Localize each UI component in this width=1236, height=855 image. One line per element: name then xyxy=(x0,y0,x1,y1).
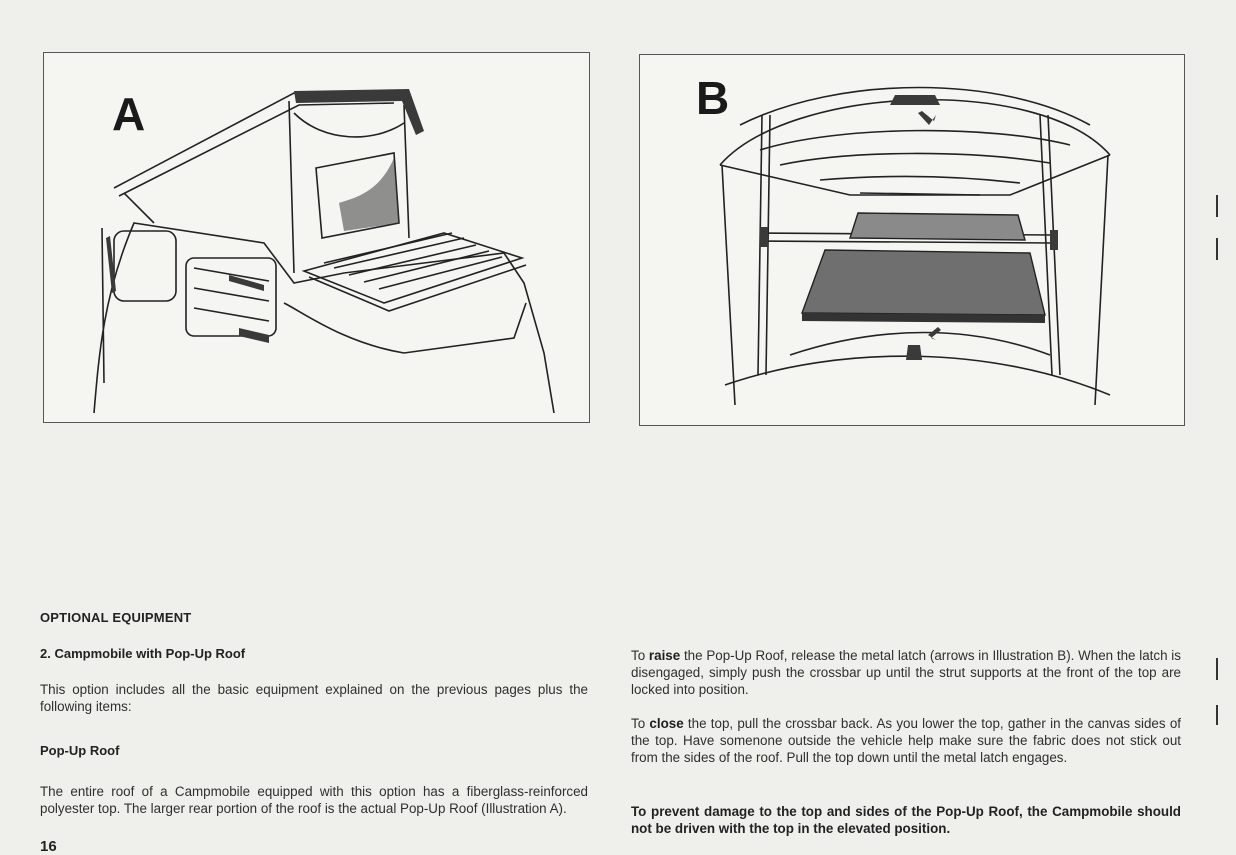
section-title: OPTIONAL EQUIPMENT xyxy=(40,610,192,625)
raise-instructions: To raise the Pop-Up Roof, release the me… xyxy=(631,647,1181,698)
intro-paragraph: This option includes all the basic equip… xyxy=(40,682,588,714)
close-keyword: close xyxy=(649,716,684,731)
binding-mark xyxy=(1216,238,1218,260)
illustration-a: A xyxy=(43,52,590,423)
binding-mark xyxy=(1216,195,1218,217)
page-number: 16 xyxy=(40,838,57,855)
pop-up-roof-drawing xyxy=(93,89,555,414)
figure-label-a: A xyxy=(112,88,146,140)
illustration-b: B xyxy=(639,54,1185,426)
binding-mark xyxy=(1216,705,1218,725)
close-instructions: To close the top, pull the crossbar back… xyxy=(631,715,1181,766)
subsection-title: 2. Campmobile with Pop-Up Roof xyxy=(40,646,246,661)
close-text: the top, pull the crossbar back. As you … xyxy=(631,716,1181,765)
warning-paragraph: To prevent damage to the top and sides o… xyxy=(631,804,1181,836)
pop-up-roof-interior-drawing xyxy=(719,86,1111,406)
close-prefix: To xyxy=(631,716,650,731)
pop-up-roof-paragraph: The entire roof of a Campmobile equipped… xyxy=(40,784,588,816)
figure-label-b: B xyxy=(696,72,730,124)
raise-prefix: To xyxy=(631,648,649,663)
raise-text: the Pop-Up Roof, release the metal latch… xyxy=(631,648,1181,697)
raise-keyword: raise xyxy=(648,648,681,663)
binding-mark xyxy=(1216,658,1218,680)
pop-up-roof-heading: Pop-Up Roof xyxy=(40,743,120,758)
